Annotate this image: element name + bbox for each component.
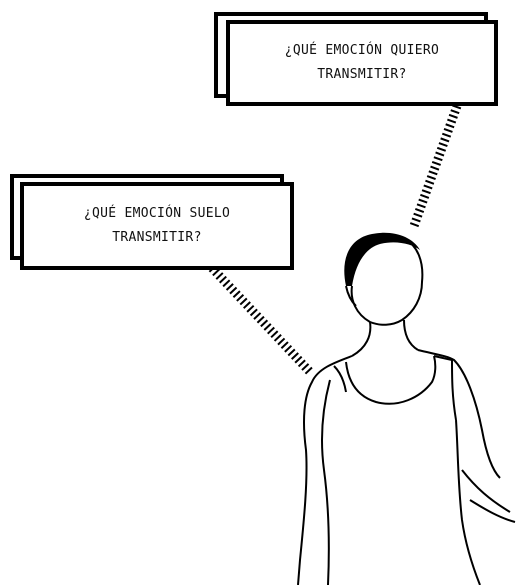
speech-bubble-want-line1: ¿QUÉ EMOCIÓN QUIERO	[284, 43, 440, 58]
top-left-strap	[333, 365, 347, 393]
right-shoulder	[417, 349, 501, 479]
speech-bubble-usual-box: ¿QUÉ EMOCIÓN SUELO TRANSMITIR?	[20, 182, 294, 270]
speech-bubble-usual-line2: TRANSMITIR?	[112, 230, 202, 245]
head-left-edge	[345, 285, 357, 307]
top-left-side	[321, 379, 331, 585]
right-arm	[461, 469, 516, 523]
neck	[351, 319, 419, 357]
top-right-strap	[433, 355, 457, 421]
connector-usual	[208, 264, 314, 376]
speech-bubble-want-text: ¿QUÉ EMOCIÓN QUIERO TRANSMITIR?	[285, 39, 439, 87]
connector-want	[409, 104, 462, 228]
hair	[344, 232, 420, 286]
speech-bubble-want-box: ¿QUÉ EMOCIÓN QUIERO TRANSMITIR?	[226, 20, 498, 106]
face-outline	[350, 237, 424, 326]
left-shoulder	[297, 355, 353, 585]
speech-bubble-usual-text: ¿QUÉ EMOCIÓN SUELO TRANSMITIR?	[84, 202, 230, 250]
top-right-side	[455, 419, 481, 585]
speech-bubble-usual-line1: ¿QUÉ EMOCIÓN SUELO	[83, 206, 231, 221]
top-neckline	[345, 355, 437, 405]
speech-bubble-want-line2: TRANSMITIR?	[317, 67, 407, 82]
